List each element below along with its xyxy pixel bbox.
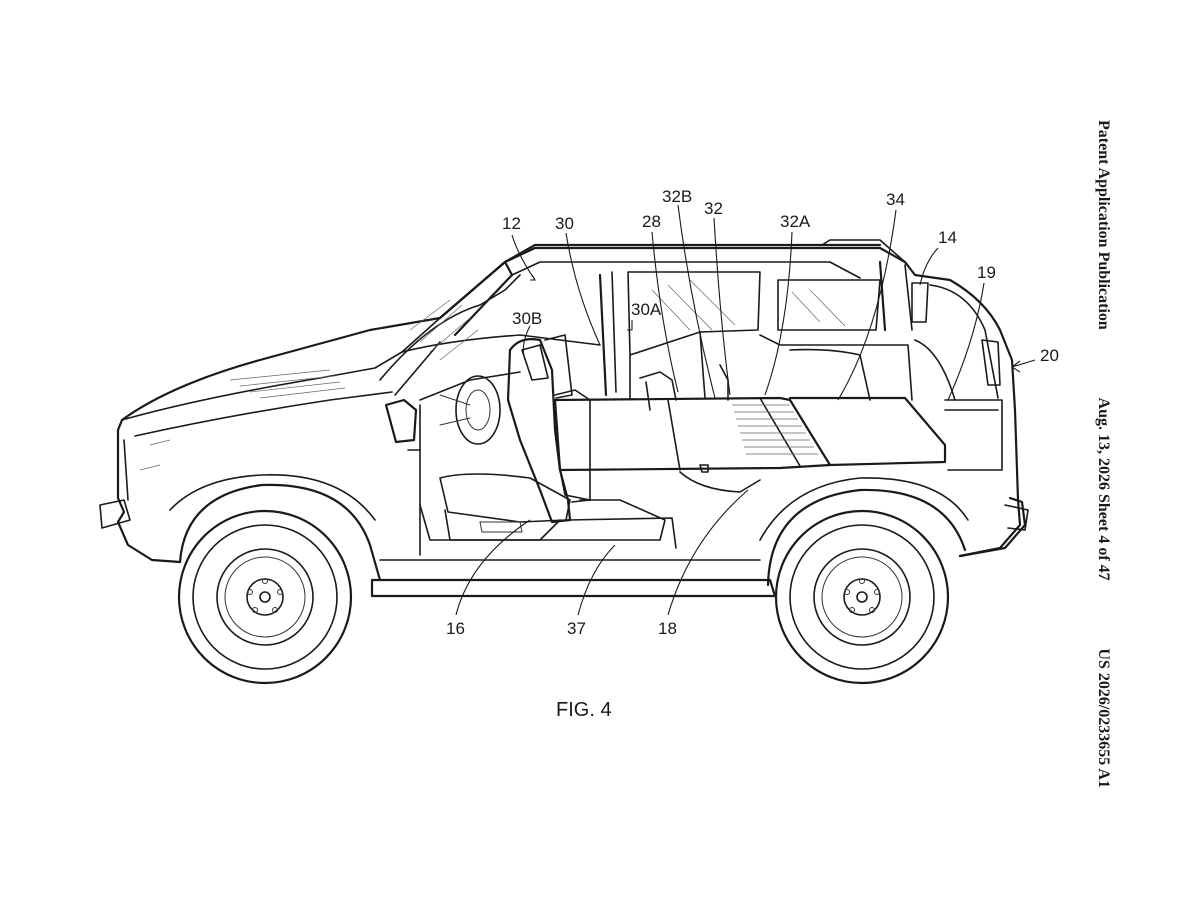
ref-12: 12 (502, 214, 521, 233)
ref-14: 14 (938, 228, 957, 247)
figure-label: FIG. 4 (556, 699, 612, 721)
ref-28: 28 (642, 212, 661, 231)
ref-32A: 32A (780, 212, 811, 231)
ref-34: 34 (886, 190, 905, 209)
vehicle-interior (401, 331, 1003, 549)
ref-37: 37 (567, 619, 586, 638)
ref-16: 16 (446, 619, 465, 638)
reference-numerals: 12 30 30B 30A 28 32B 32 32A 34 14 19 20 … (446, 187, 1059, 638)
ref-19: 19 (977, 263, 996, 282)
rear-wheel (774, 509, 950, 685)
leader-lines (455, 204, 1036, 616)
ref-20: 20 (1040, 346, 1059, 365)
ref-30B: 30B (512, 309, 542, 328)
vehicle-body (99, 239, 1029, 598)
ref-32B: 32B (662, 187, 692, 206)
hood-shading (139, 299, 479, 471)
ref-32: 32 (704, 199, 723, 218)
ref-30A: 30A (631, 300, 662, 319)
ref-30: 30 (555, 214, 574, 233)
ref-18: 18 (658, 619, 677, 638)
front-wheel (177, 509, 353, 685)
